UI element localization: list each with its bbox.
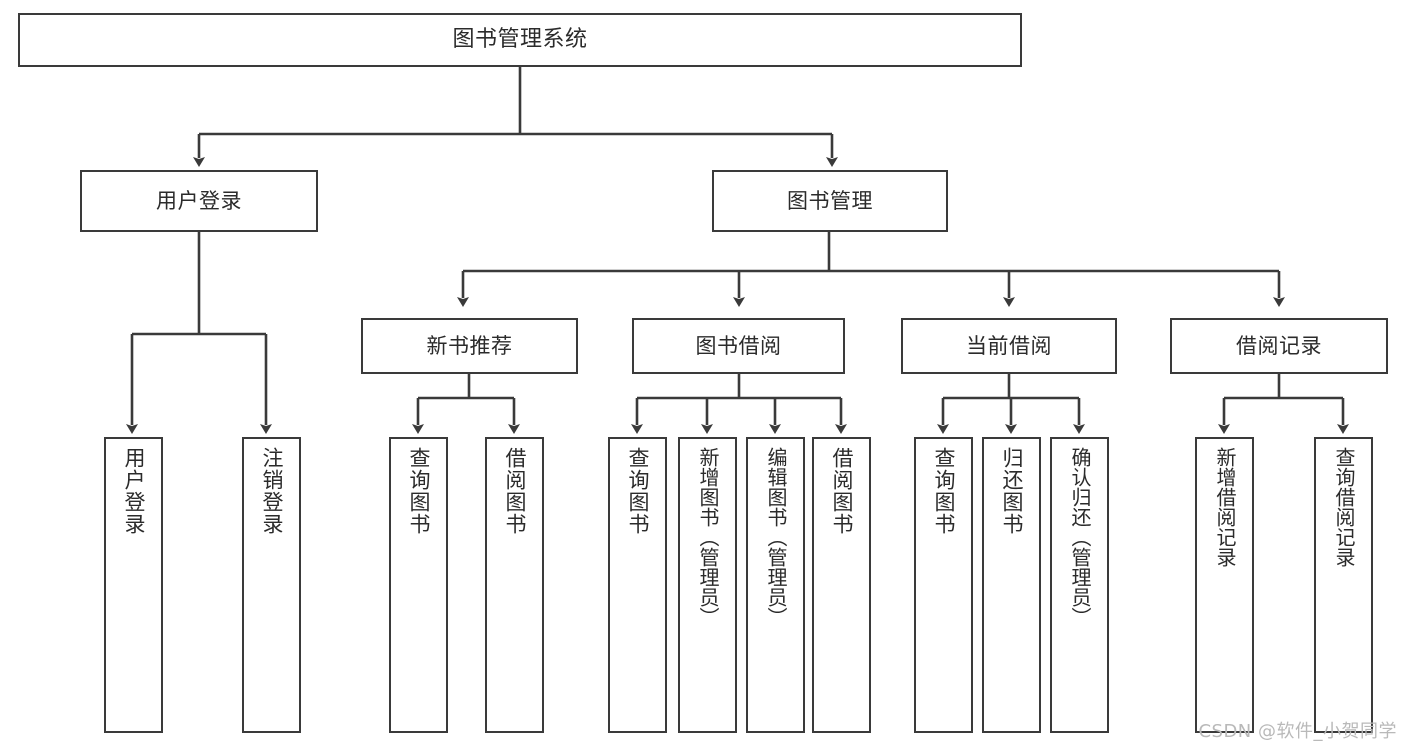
leaf-borrow-record-query[interactable]: 查询借阅记录	[1314, 437, 1373, 733]
node-label: 查询图书	[626, 447, 651, 535]
node-label: 借阅图书	[830, 447, 855, 535]
node-label: 归还图书	[1000, 447, 1025, 535]
node-label: 用户登录	[156, 188, 242, 213]
node-label: 图书管理系统	[452, 27, 588, 53]
node-label: 借阅记录	[1236, 333, 1322, 358]
node-label: 查询借阅记录	[1332, 447, 1356, 567]
node-label: 编辑图书（管理员）	[764, 447, 788, 627]
node-label: 新书推荐	[426, 333, 513, 358]
node-label: 查询图书	[932, 447, 957, 535]
leaf-book-borrow-add[interactable]: 新增图书（管理员）	[678, 437, 737, 733]
node-borrow-record[interactable]: 借阅记录	[1170, 318, 1388, 374]
leaf-book-borrow-edit[interactable]: 编辑图书（管理员）	[746, 437, 805, 733]
leaf-current-borrow-confirm-return[interactable]: 确认归还（管理员）	[1050, 437, 1109, 733]
leaf-new-book-borrow[interactable]: 借阅图书	[485, 437, 544, 733]
leaf-user-login-login[interactable]: 用户登录	[104, 437, 163, 733]
node-label: 注销登录	[260, 447, 285, 535]
node-root-system[interactable]: 图书管理系统	[18, 13, 1022, 67]
node-label: 用户登录	[122, 447, 147, 535]
node-label: 借阅图书	[503, 447, 528, 535]
node-label: 新增图书（管理员）	[696, 447, 720, 627]
node-book-borrow[interactable]: 图书借阅	[632, 318, 845, 374]
node-current-borrow[interactable]: 当前借阅	[901, 318, 1117, 374]
node-label: 图书借阅	[695, 333, 782, 358]
leaf-current-borrow-return[interactable]: 归还图书	[982, 437, 1041, 733]
node-book-management[interactable]: 图书管理	[712, 170, 948, 232]
leaf-book-borrow-borrow[interactable]: 借阅图书	[812, 437, 871, 733]
leaf-book-borrow-query[interactable]: 查询图书	[608, 437, 667, 733]
node-label: 当前借阅	[966, 333, 1052, 358]
node-label: 查询图书	[407, 447, 432, 535]
node-label: 图书管理	[787, 188, 873, 213]
leaf-new-book-query[interactable]: 查询图书	[389, 437, 448, 733]
leaf-borrow-record-add[interactable]: 新增借阅记录	[1195, 437, 1254, 733]
node-label: 新增借阅记录	[1213, 447, 1237, 567]
leaf-current-borrow-query[interactable]: 查询图书	[914, 437, 973, 733]
node-user-login[interactable]: 用户登录	[80, 170, 318, 232]
leaf-user-login-logout[interactable]: 注销登录	[242, 437, 301, 733]
node-new-book-recommend[interactable]: 新书推荐	[361, 318, 578, 374]
node-label: 确认归还（管理员）	[1068, 447, 1092, 627]
